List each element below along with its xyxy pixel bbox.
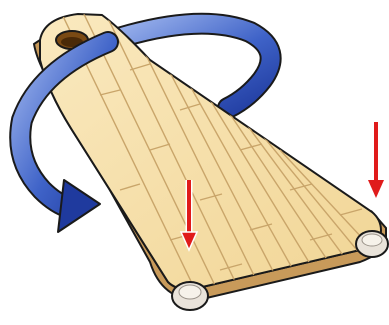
rotation-arrowhead [58,180,100,232]
felt-pad-left [172,282,208,310]
felt-pad-right [356,231,388,257]
force-arrow-right [368,122,384,198]
